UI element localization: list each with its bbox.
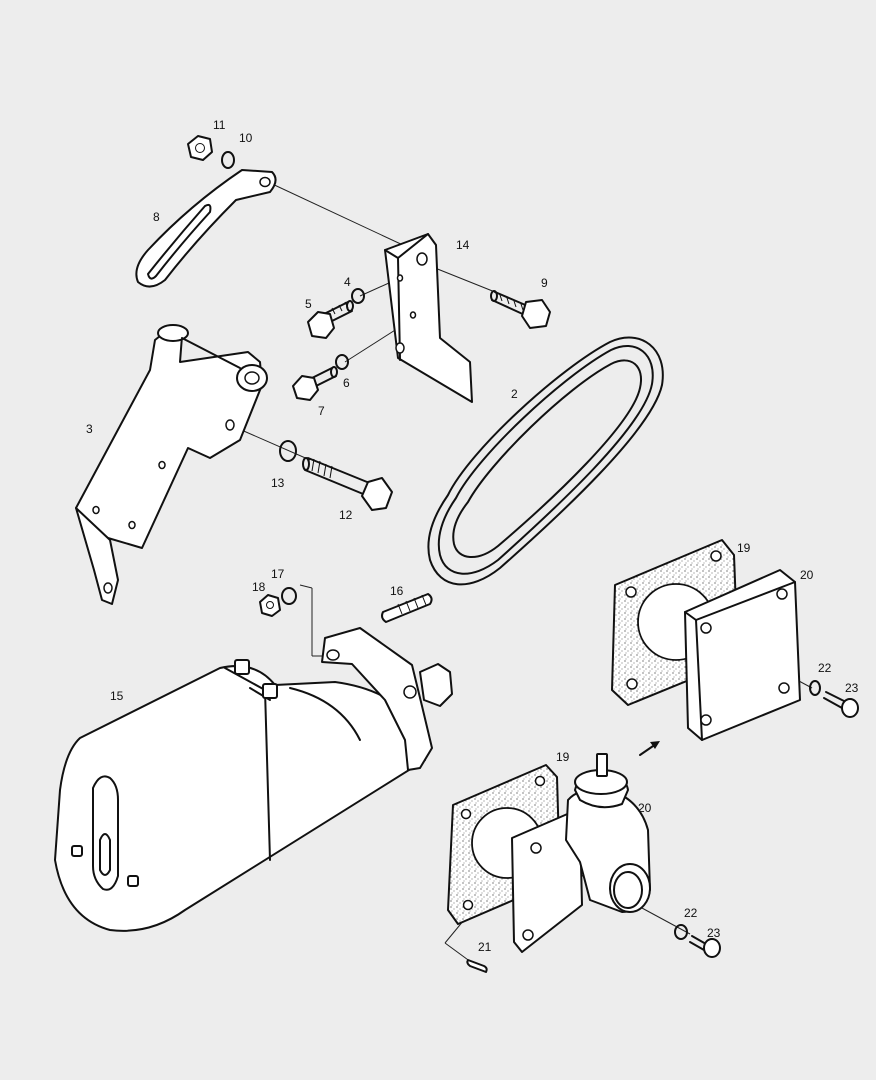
part-4-washer: [351, 288, 365, 304]
callout-13: 13: [271, 476, 285, 490]
callout-4: 4: [344, 275, 351, 289]
callout-19-lower: 19: [556, 750, 570, 764]
callout-2: 2: [511, 387, 518, 401]
part-6-washer: [335, 354, 349, 370]
callout-9: 9: [541, 276, 548, 290]
part-20-cover-plate-upper: [684, 569, 801, 741]
callout-23-lower: 23: [707, 926, 721, 940]
part-20-thermostat-housing: [511, 753, 651, 953]
part-10-washer: [221, 151, 235, 169]
part-5-bolt: [307, 300, 354, 339]
part-9-bolt: [490, 290, 551, 329]
callout-17: 17: [271, 567, 285, 581]
part-11-nut: [187, 135, 213, 161]
callout-6: 6: [343, 376, 350, 390]
callout-3: 3: [86, 422, 93, 436]
part-23-screw-upper: [823, 691, 859, 718]
callout-labels: 11 10 8 14 4 9 5 6 7 2 3 13 12 19 20 17 …: [86, 118, 859, 954]
callout-8: 8: [153, 210, 160, 224]
callout-21: 21: [478, 940, 492, 954]
part-7-bolt: [292, 366, 338, 401]
part-21-pin: [466, 959, 488, 973]
part-12-long-bolt: [302, 457, 393, 511]
part-15-starter-motor: [54, 627, 453, 932]
part-3-main-bracket: [75, 324, 268, 605]
callout-16: 16: [390, 584, 404, 598]
callout-22-lower: 22: [684, 906, 698, 920]
part-13-washer: [279, 440, 297, 462]
part-22-washer-lower: [674, 924, 688, 940]
part-16-stud: [381, 593, 433, 623]
part-8-adjusting-strap: [135, 169, 277, 288]
callout-20-lower: 20: [638, 801, 652, 815]
part-14-bracket-plate: [384, 233, 473, 403]
callout-14: 14: [456, 238, 470, 252]
callout-7: 7: [318, 404, 325, 418]
callout-5: 5: [305, 297, 312, 311]
part-17-washer: [281, 587, 297, 605]
callout-10: 10: [239, 131, 253, 145]
callout-20-upper: 20: [800, 568, 814, 582]
part-18-nut: [259, 594, 281, 617]
callout-11: 11: [213, 118, 226, 132]
callout-12: 12: [339, 508, 353, 522]
callout-19-upper: 19: [737, 541, 751, 555]
callout-15: 15: [110, 689, 124, 703]
callout-23-upper: 23: [845, 681, 859, 695]
part-23-screw-lower: [689, 935, 721, 958]
arrow-icon: [639, 741, 660, 756]
callout-22-upper: 22: [818, 661, 832, 675]
part-22-washer-upper: [809, 680, 821, 696]
callout-18: 18: [252, 580, 266, 594]
part-2-drive-belt: [427, 336, 664, 586]
